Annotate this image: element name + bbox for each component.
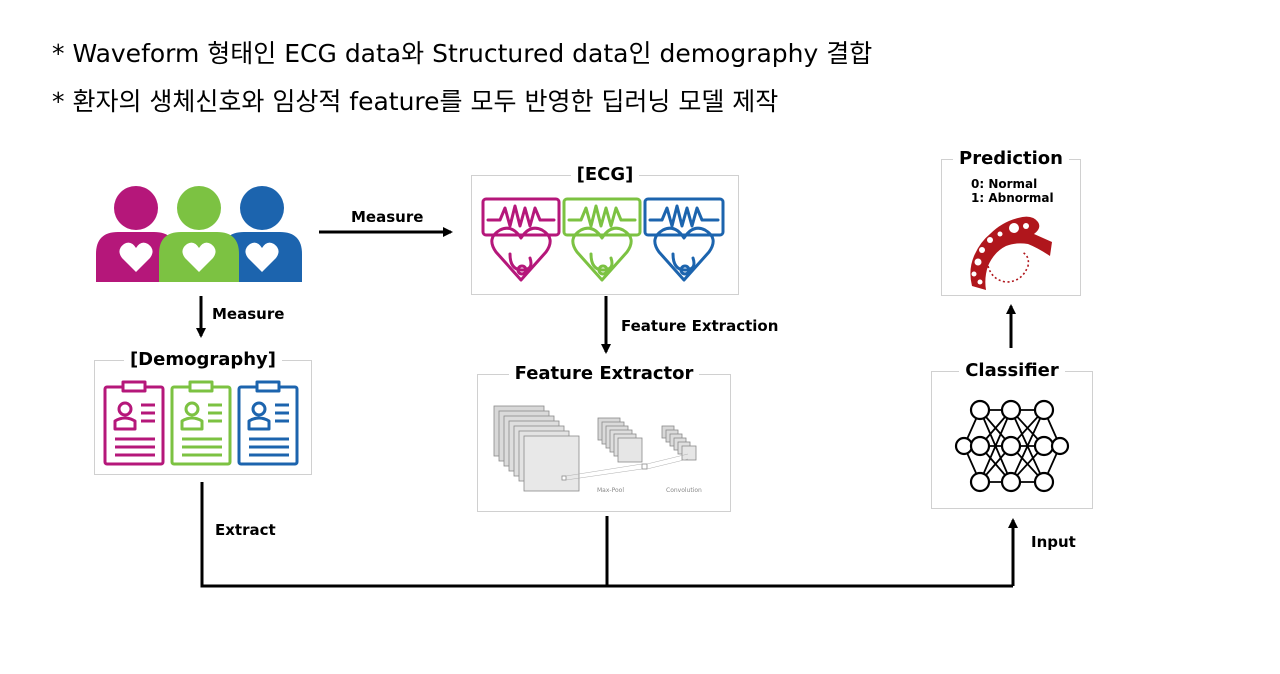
convolution-label: Convolution bbox=[666, 487, 702, 494]
neural-network-icon bbox=[954, 399, 1070, 493]
cnn-icon bbox=[493, 405, 697, 492]
feature-extraction-label: Feature Extraction bbox=[621, 317, 779, 335]
feature-extractor-title: Feature Extractor bbox=[508, 363, 700, 384]
ecg-title: [ECG] bbox=[570, 164, 640, 185]
input-label: Input bbox=[1031, 533, 1076, 551]
classifier-title: Classifier bbox=[959, 360, 1065, 381]
demography-title: [Demography] bbox=[123, 349, 283, 370]
max-pool-label: Max-Pool bbox=[597, 487, 624, 494]
ecg-monitor-icon bbox=[481, 197, 725, 282]
prediction-class-normal: 0: Normal bbox=[971, 177, 1038, 191]
heart-anatomy-icon bbox=[970, 216, 1052, 290]
prediction-class-abnormal: 1: Abnormal bbox=[971, 191, 1054, 205]
patients-icon bbox=[96, 186, 302, 282]
extract-label: Extract bbox=[215, 521, 276, 539]
prediction-title: Prediction bbox=[953, 148, 1069, 169]
clipboard-icon bbox=[103, 380, 299, 466]
merge-connector bbox=[200, 482, 1013, 588]
measure-down-label: Measure bbox=[212, 305, 285, 323]
bullet-1: * Waveform 형태인 ECG data와 Structured data… bbox=[52, 39, 873, 68]
bullet-2: * 환자의 생체신호와 임상적 feature를 모두 반영한 딥러닝 모델 제… bbox=[52, 87, 779, 116]
measure-right-label: Measure bbox=[351, 208, 424, 226]
